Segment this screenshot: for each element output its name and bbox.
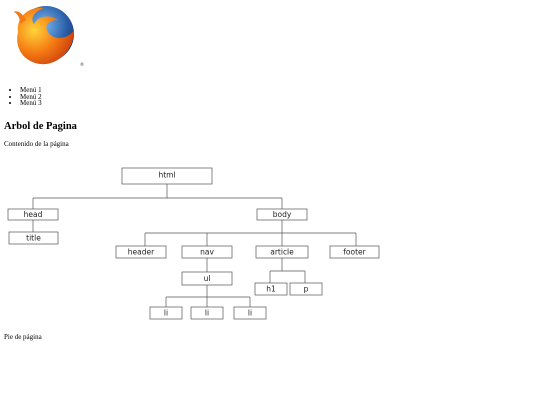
node-li-3: li bbox=[233, 306, 267, 320]
firefox-logo: ® bbox=[14, 6, 84, 67]
menu-list: Menú 1 Menú 2 Menú 3 bbox=[0, 87, 42, 107]
node-ul: ul bbox=[181, 271, 233, 286]
node-ul-label: ul bbox=[204, 274, 211, 283]
menu-item-3[interactable]: Menú 3 bbox=[20, 100, 42, 107]
node-footer: footer bbox=[329, 245, 380, 259]
node-title: title bbox=[8, 231, 59, 245]
node-li-1: li bbox=[149, 306, 183, 320]
node-body-label: body bbox=[273, 210, 292, 219]
node-footer-label: footer bbox=[343, 248, 366, 257]
node-body: body bbox=[256, 208, 308, 221]
node-nav: nav bbox=[181, 245, 233, 259]
node-p: p bbox=[289, 282, 323, 296]
node-head: head bbox=[7, 208, 59, 221]
node-head-label: head bbox=[24, 210, 43, 219]
node-header-label: header bbox=[128, 248, 155, 257]
node-article: article bbox=[255, 245, 309, 259]
svg-text:®: ® bbox=[80, 62, 84, 67]
node-article-label: article bbox=[270, 248, 294, 257]
node-h1: h1 bbox=[254, 282, 288, 296]
node-html: html bbox=[121, 167, 213, 185]
node-html-label: html bbox=[158, 171, 175, 180]
edge-html-bus bbox=[33, 184, 282, 199]
edge-body-bus bbox=[145, 220, 356, 234]
node-li-3-label: li bbox=[248, 309, 252, 318]
node-title-label: title bbox=[26, 234, 41, 243]
node-nav-label: nav bbox=[200, 248, 214, 257]
node-li-2-label: li bbox=[205, 309, 209, 318]
tree-edges bbox=[32, 184, 357, 307]
node-h1-label: h1 bbox=[266, 285, 276, 294]
page-footer: Pie de página bbox=[4, 333, 42, 341]
node-p-label: p bbox=[304, 285, 309, 294]
menu-item-1[interactable]: Menú 1 bbox=[20, 87, 42, 94]
page-title: Arbol de Pagina bbox=[4, 121, 77, 132]
edge-ul-bus bbox=[166, 285, 250, 298]
menu-item-2[interactable]: Menú 2 bbox=[20, 93, 42, 101]
node-header: header bbox=[115, 245, 167, 259]
page-content: Contenido de la página bbox=[4, 140, 69, 148]
edge-article-bus bbox=[270, 258, 305, 272]
node-li-1-label: li bbox=[164, 309, 168, 318]
node-li-2: li bbox=[190, 306, 224, 320]
